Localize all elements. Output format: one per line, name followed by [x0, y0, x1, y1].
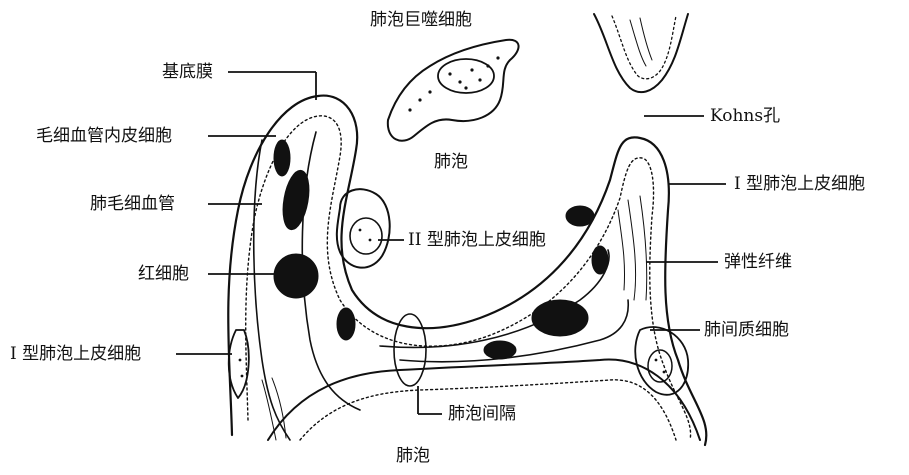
rbc-2	[274, 254, 318, 298]
rbc-1	[279, 168, 313, 231]
kohns-upper-wall	[594, 14, 688, 92]
label-capillary-endothelial-cell: 毛细血管内皮细胞	[36, 126, 172, 146]
rbc-4	[484, 341, 516, 359]
type2-cell-body	[337, 189, 390, 267]
rbc-6	[592, 246, 608, 274]
kohns-fibers	[630, 18, 652, 66]
rbc-7	[274, 140, 290, 176]
label-alveolus-top: 肺泡	[434, 152, 468, 172]
septum-marker	[394, 314, 426, 386]
type2-cell-nucleus	[350, 218, 382, 254]
rbc-8	[337, 308, 355, 340]
label-type1-cell-left: I 型肺泡上皮细胞	[10, 344, 141, 364]
septum-lower-outer	[268, 360, 700, 440]
label-pulmonary-capillary: 肺毛细血管	[90, 194, 175, 214]
label-basement-membrane: 基底膜	[162, 62, 213, 82]
label-type1-cell-right: I 型肺泡上皮细胞	[734, 174, 865, 194]
label-elastic-fiber: 弹性纤维	[724, 252, 792, 272]
label-alveolus-bottom: 肺泡	[396, 446, 430, 466]
label-type2-cell: II 型肺泡上皮细胞	[408, 230, 546, 250]
label-alveolar-septum: 肺泡间隔	[448, 404, 516, 424]
label-alveolar-macrophage: 肺泡巨噬细胞	[370, 10, 472, 30]
label-interstitial-cell: 肺间质细胞	[704, 320, 789, 340]
label-red-blood-cell: 红细胞	[138, 264, 189, 284]
label-kohns-pore: Kohns孔	[710, 106, 780, 126]
kohns-upper-wall-inner	[612, 16, 676, 79]
rbc-3	[532, 300, 588, 336]
rbc-5	[566, 206, 594, 226]
